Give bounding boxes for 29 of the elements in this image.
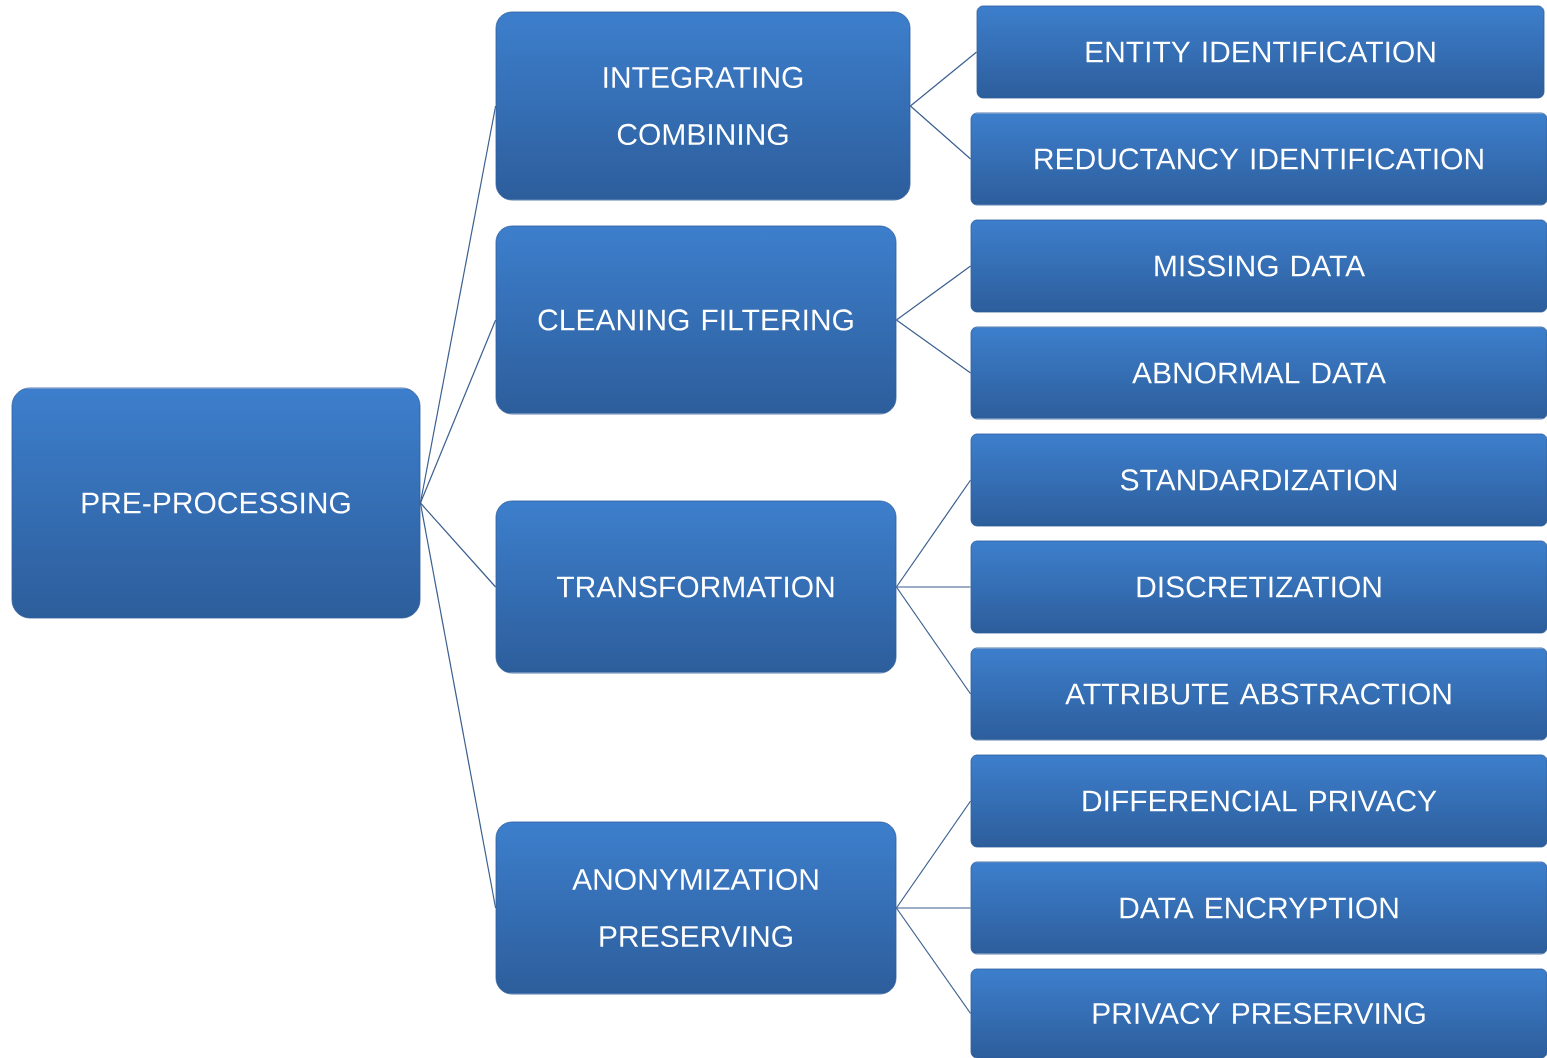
connector-line [419, 319, 497, 504]
process-box: TRANSFORMATION [495, 500, 897, 674]
process-box: ENTITY IDENTIFICATION [976, 5, 1545, 99]
connector-line [895, 586, 972, 588]
connector-line [895, 265, 972, 321]
connector-line [909, 51, 978, 107]
connector-line [895, 907, 972, 1015]
process-box: PRIVACY PRESERVING [970, 968, 1547, 1058]
process-box: ANONYMIZATION PRESERVING [495, 821, 897, 995]
process-box: INTEGRATING COMBINING [495, 11, 911, 201]
connector-line [419, 105, 497, 504]
connector-line [895, 319, 972, 374]
process-box: DATA ENCRYPTION [970, 861, 1547, 955]
connector-line [895, 479, 972, 588]
process-box: DISCRETIZATION [970, 540, 1547, 634]
process-box: MISSING DATA [970, 219, 1547, 313]
process-box: ATTRIBUTE ABSTRACTION [970, 647, 1547, 741]
process-box: PRE-PROCESSING [11, 387, 421, 619]
process-box: ABNORMAL DATA [970, 326, 1547, 420]
process-box: STANDARDIZATION [970, 433, 1547, 527]
connector-line [909, 105, 972, 160]
connector-line [895, 586, 972, 695]
connector-line [419, 502, 497, 588]
process-box: DIFFERENCIAL PRIVACY [970, 754, 1547, 848]
connector-line [895, 907, 972, 909]
process-box: REDUCTANCY IDENTIFICATION [970, 112, 1547, 206]
process-box: CLEANING FILTERING [495, 225, 897, 415]
connector-line [895, 800, 972, 909]
connector-line [419, 502, 497, 909]
